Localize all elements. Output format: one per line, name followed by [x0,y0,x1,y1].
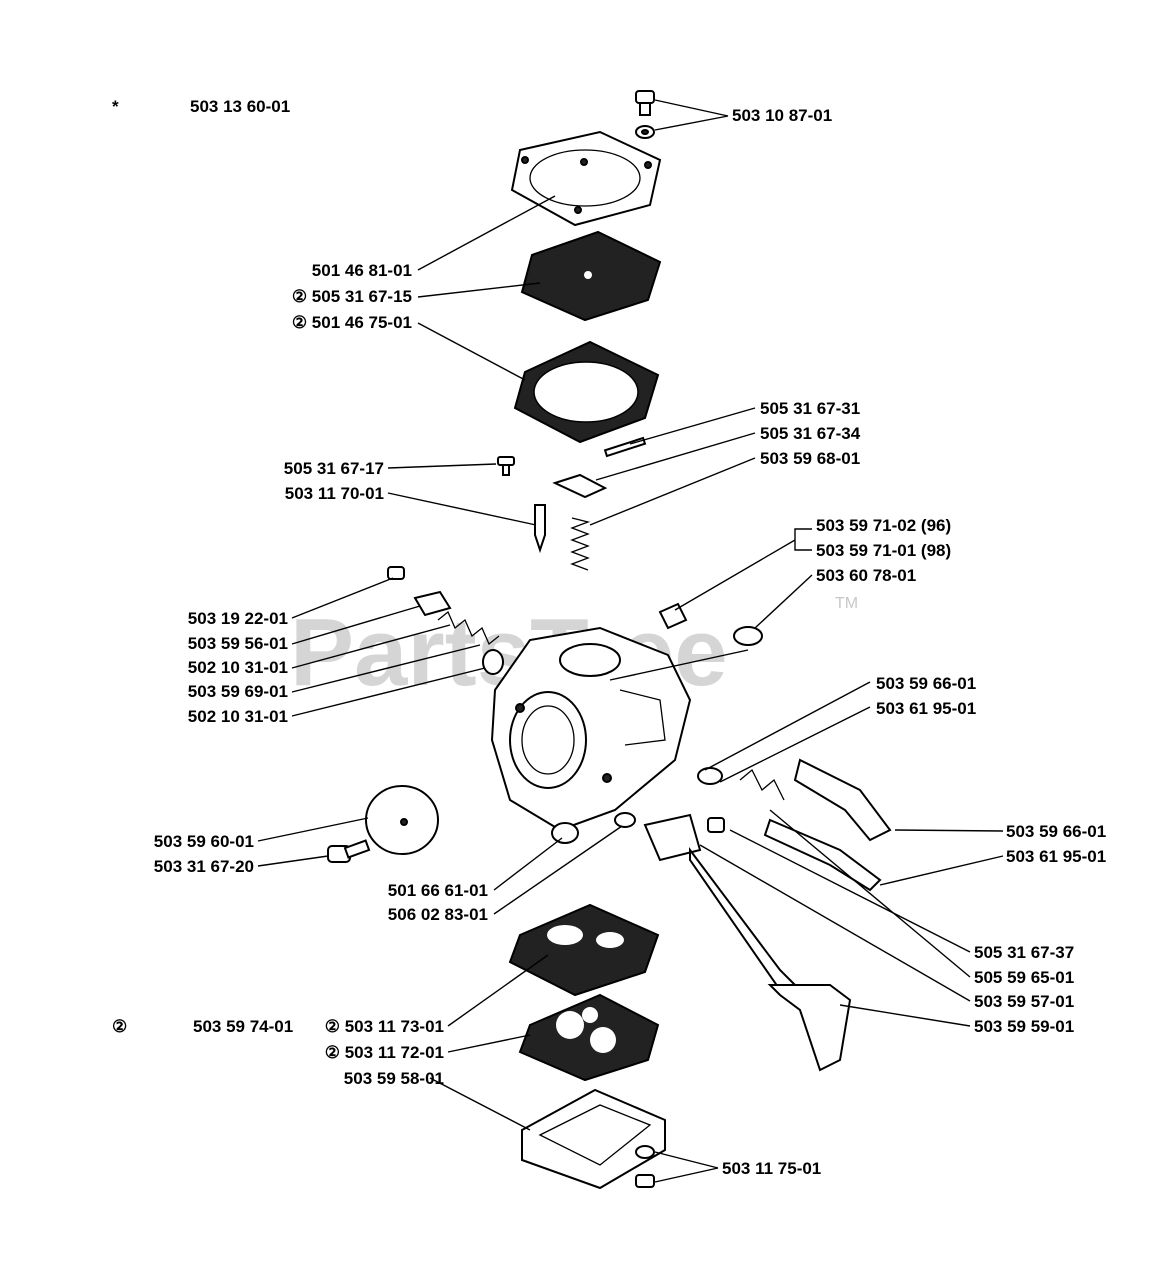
plate-and-screw-parts[interactable] [327,785,439,863]
lever-spring-part[interactable] [570,517,591,571]
label-505-31-67-34[interactable]: 505 31 67-34 [760,424,861,443]
label-503-11-70-01[interactable]: 503 11 70-01 [285,484,384,503]
watermark-trademark: TM [835,595,858,612]
label-501-46-75-01[interactable]: ② 501 46 75-01 [292,313,412,332]
label-503-59-69-01[interactable]: 503 59 69-01 [188,682,288,701]
label-503-59-71-01[interactable]: 503 59 71-01 (98) [816,541,951,560]
legend-part-kit[interactable]: 503 13 60-01 [190,97,290,116]
inlet-needle-part[interactable] [534,504,546,554]
cover-screw-part[interactable] [635,90,655,139]
pump-diaphragm-part[interactable] [520,230,662,322]
pump-cover-part[interactable] [510,130,662,227]
pump-gasket-part[interactable] [513,340,660,444]
label-505-31-67-37[interactable]: 505 31 67-37 [974,943,1074,962]
label-503-10-87-01[interactable]: 503 10 87-01 [732,106,832,125]
label-502-10-31-01-a[interactable]: 502 10 31-01 [188,658,288,677]
label-505-59-65-01[interactable]: 505 59 65-01 [974,968,1074,987]
leader-lines [257,99,1004,1183]
label-503-59-68-01[interactable]: 503 59 68-01 [760,449,860,468]
metering-gasket-part[interactable] [518,993,660,1082]
fuel-fitting-part[interactable] [658,602,763,646]
label-503-59-66-01-a[interactable]: 503 59 66-01 [876,674,976,693]
label-503-11-73-01[interactable]: ② 503 11 73-01 [325,1017,444,1036]
label-501-46-81-01[interactable]: 501 46 81-01 [312,261,412,280]
label-503-61-95-01-b[interactable]: 503 61 95-01 [1006,847,1106,866]
metering-cover-part[interactable] [521,1088,666,1190]
label-503-59-56-01[interactable]: 503 59 56-01 [188,634,288,653]
label-505-31-67-31[interactable]: 505 31 67-31 [760,399,860,418]
label-506-02-83-01[interactable]: 506 02 83-01 [388,905,488,924]
legend-symbol-circled-2: ② [112,1017,127,1036]
legend-symbol-asterisk: * [112,97,119,116]
label-503-31-67-20[interactable]: 503 31 67-20 [154,857,254,876]
inlet-lever-part[interactable] [497,436,647,499]
label-503-11-75-01[interactable]: 503 11 75-01 [722,1159,821,1178]
label-503-59-59-01[interactable]: 503 59 59-01 [974,1017,1074,1036]
label-503-60-78-01[interactable]: 503 60 78-01 [816,566,916,585]
part-number-labels: 503 10 87-01 501 46 81-01 ② 505 31 67-15… [154,106,1106,1178]
label-502-10-31-01-b[interactable]: 502 10 31-01 [188,707,288,726]
adjustment-needle-parts[interactable] [739,758,892,892]
label-503-61-95-01-a[interactable]: 503 61 95-01 [876,699,976,718]
label-505-31-67-17[interactable]: 505 31 67-17 [284,459,384,478]
label-503-19-22-01[interactable]: 503 19 22-01 [188,609,288,628]
label-503-59-58-01[interactable]: 503 59 58-01 [344,1069,444,1088]
label-505-31-67-15[interactable]: ② 505 31 67-15 [292,287,412,306]
legend-part-gasket-kit[interactable]: 503 59 74-01 [193,1017,293,1036]
throttle-lever-part[interactable] [643,813,852,1072]
carburetor-body-part[interactable] [490,626,692,832]
label-501-66-61-01[interactable]: 501 66 61-01 [388,881,488,900]
label-503-11-72-01[interactable]: ② 503 11 72-01 [325,1043,444,1062]
left-side-parts[interactable] [387,566,504,675]
label-503-59-66-01-b[interactable]: 503 59 66-01 [1006,822,1106,841]
label-503-59-60-01[interactable]: 503 59 60-01 [154,832,254,851]
label-503-59-71-02[interactable]: 503 59 71-02 (96) [816,516,951,535]
washer-parts[interactable] [551,767,723,844]
metering-diaphragm-part[interactable] [508,903,660,997]
label-503-59-57-01[interactable]: 503 59 57-01 [974,992,1074,1011]
